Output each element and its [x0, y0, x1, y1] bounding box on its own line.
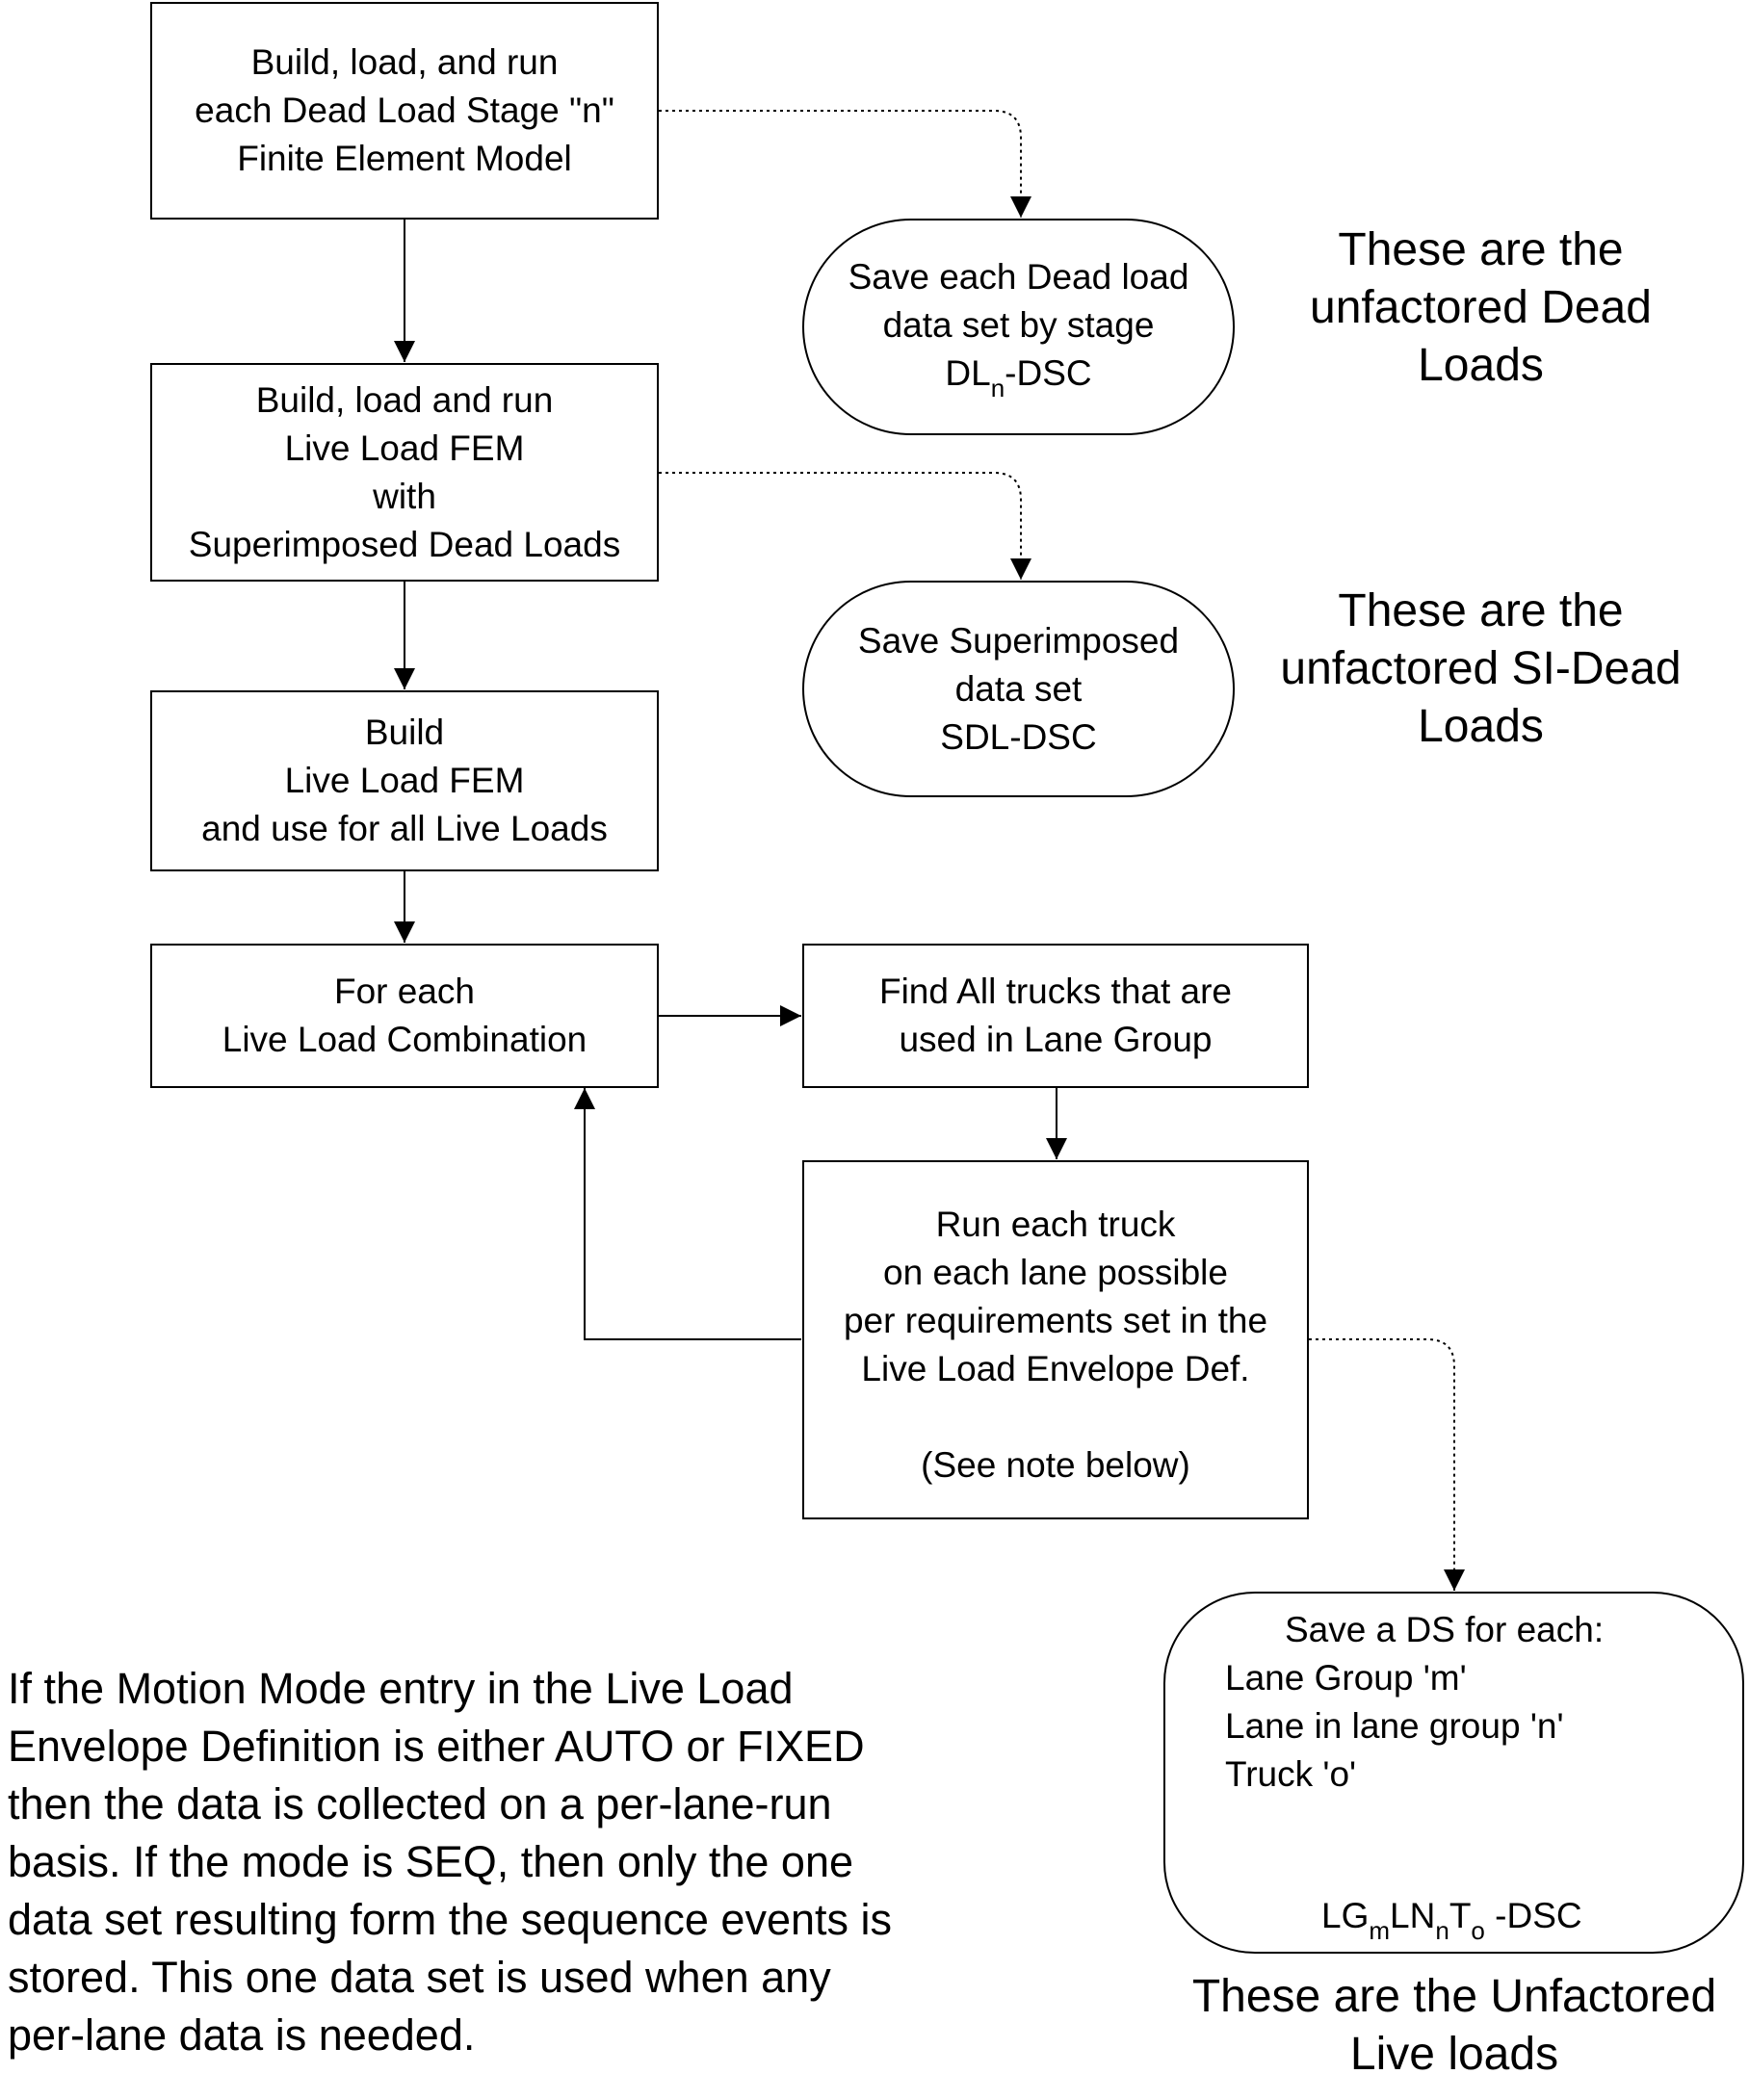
live-load-fem-sidl-box: Build, load and run Live Load FEM with S… — [150, 363, 659, 582]
dead-load-stage-box: Build, load, and run each Dead Load Stag… — [150, 2, 659, 220]
box-line: (See note below) — [921, 1445, 1190, 1485]
dotted-arrow-save-dead — [659, 110, 1031, 218]
build-live-load-fem-box: Build Live Load FEM and use for all Live… — [150, 690, 659, 871]
save-dead-load-terminal: Save each Dead load data set by stage DL… — [802, 219, 1235, 435]
live-loads-annotation: These are the Unfactored Live loads — [1191, 1971, 1717, 2080]
box-line: used in Lane Group — [899, 1020, 1213, 1059]
dotted-arrow-save-live — [1309, 1338, 1465, 1591]
arrow-run-loop-back — [574, 1088, 801, 1340]
dataset-code: LGmLNnTo -DSC — [1321, 1896, 1582, 1945]
box-line: Build, load and run — [255, 379, 554, 420]
terminal-item: Lane Group 'm' — [1225, 1658, 1467, 1698]
terminal-item: Truck 'o' — [1225, 1754, 1357, 1794]
terminal-line: data set — [954, 668, 1083, 709]
box-line: Superimposed Dead Loads — [188, 524, 621, 564]
box-line: with — [373, 476, 436, 516]
run-each-truck-box: Run each truck on each lane possible per… — [802, 1160, 1309, 1519]
box-line: For each — [333, 972, 475, 1011]
for-each-combination-box: For each Live Load Combination — [150, 944, 659, 1088]
box-line: Live Load Envelope Def. — [861, 1349, 1250, 1388]
motion-mode-note: If the Motion Mode entry in the Live Loa… — [8, 1664, 893, 2060]
box-line: Find All trucks that are — [878, 972, 1233, 1011]
find-trucks-box: Find All trucks that are used in Lane Gr… — [802, 944, 1309, 1088]
box-line: Live Load FEM — [284, 428, 525, 468]
box-line: Build — [364, 713, 445, 752]
box-line: per requirements set in the — [843, 1301, 1268, 1340]
box-line: on each lane possible — [883, 1253, 1228, 1292]
terminal-header: Save a DS for each: — [1285, 1610, 1605, 1649]
save-ds-each-terminal: Save a DS for each: Lane Group 'm' Lane … — [1163, 1592, 1744, 1954]
box-line: Finite Element Model — [237, 139, 572, 178]
box-line: and use for all Live Loads — [201, 809, 608, 848]
box-line: Live Load Combination — [222, 1020, 587, 1059]
dataset-code: DLn-DSC — [945, 353, 1092, 402]
terminal-line: SDL-DSC — [940, 716, 1097, 757]
save-superimposed-terminal: Save Superimposed data set SDL-DSC — [802, 581, 1235, 797]
terminal-item: Lane in lane group 'n' — [1225, 1706, 1564, 1746]
box-line: each Dead Load Stage "n" — [195, 91, 614, 130]
box-line: Run each truck — [935, 1205, 1176, 1244]
box-line: Build, load, and run — [250, 42, 559, 82]
terminal-line: data set by stage — [882, 305, 1155, 345]
terminal-line: Save Superimposed — [857, 620, 1180, 661]
terminal-line: Save each Dead load — [848, 257, 1189, 297]
dotted-arrow-save-sdl — [659, 472, 1031, 580]
dead-loads-annotation: These are the unfactored Dead Loads — [1310, 224, 1652, 391]
box-line: Live Load FEM — [284, 761, 525, 800]
si-dead-loads-annotation: These are the unfactored SI-Dead Loads — [1280, 585, 1682, 752]
